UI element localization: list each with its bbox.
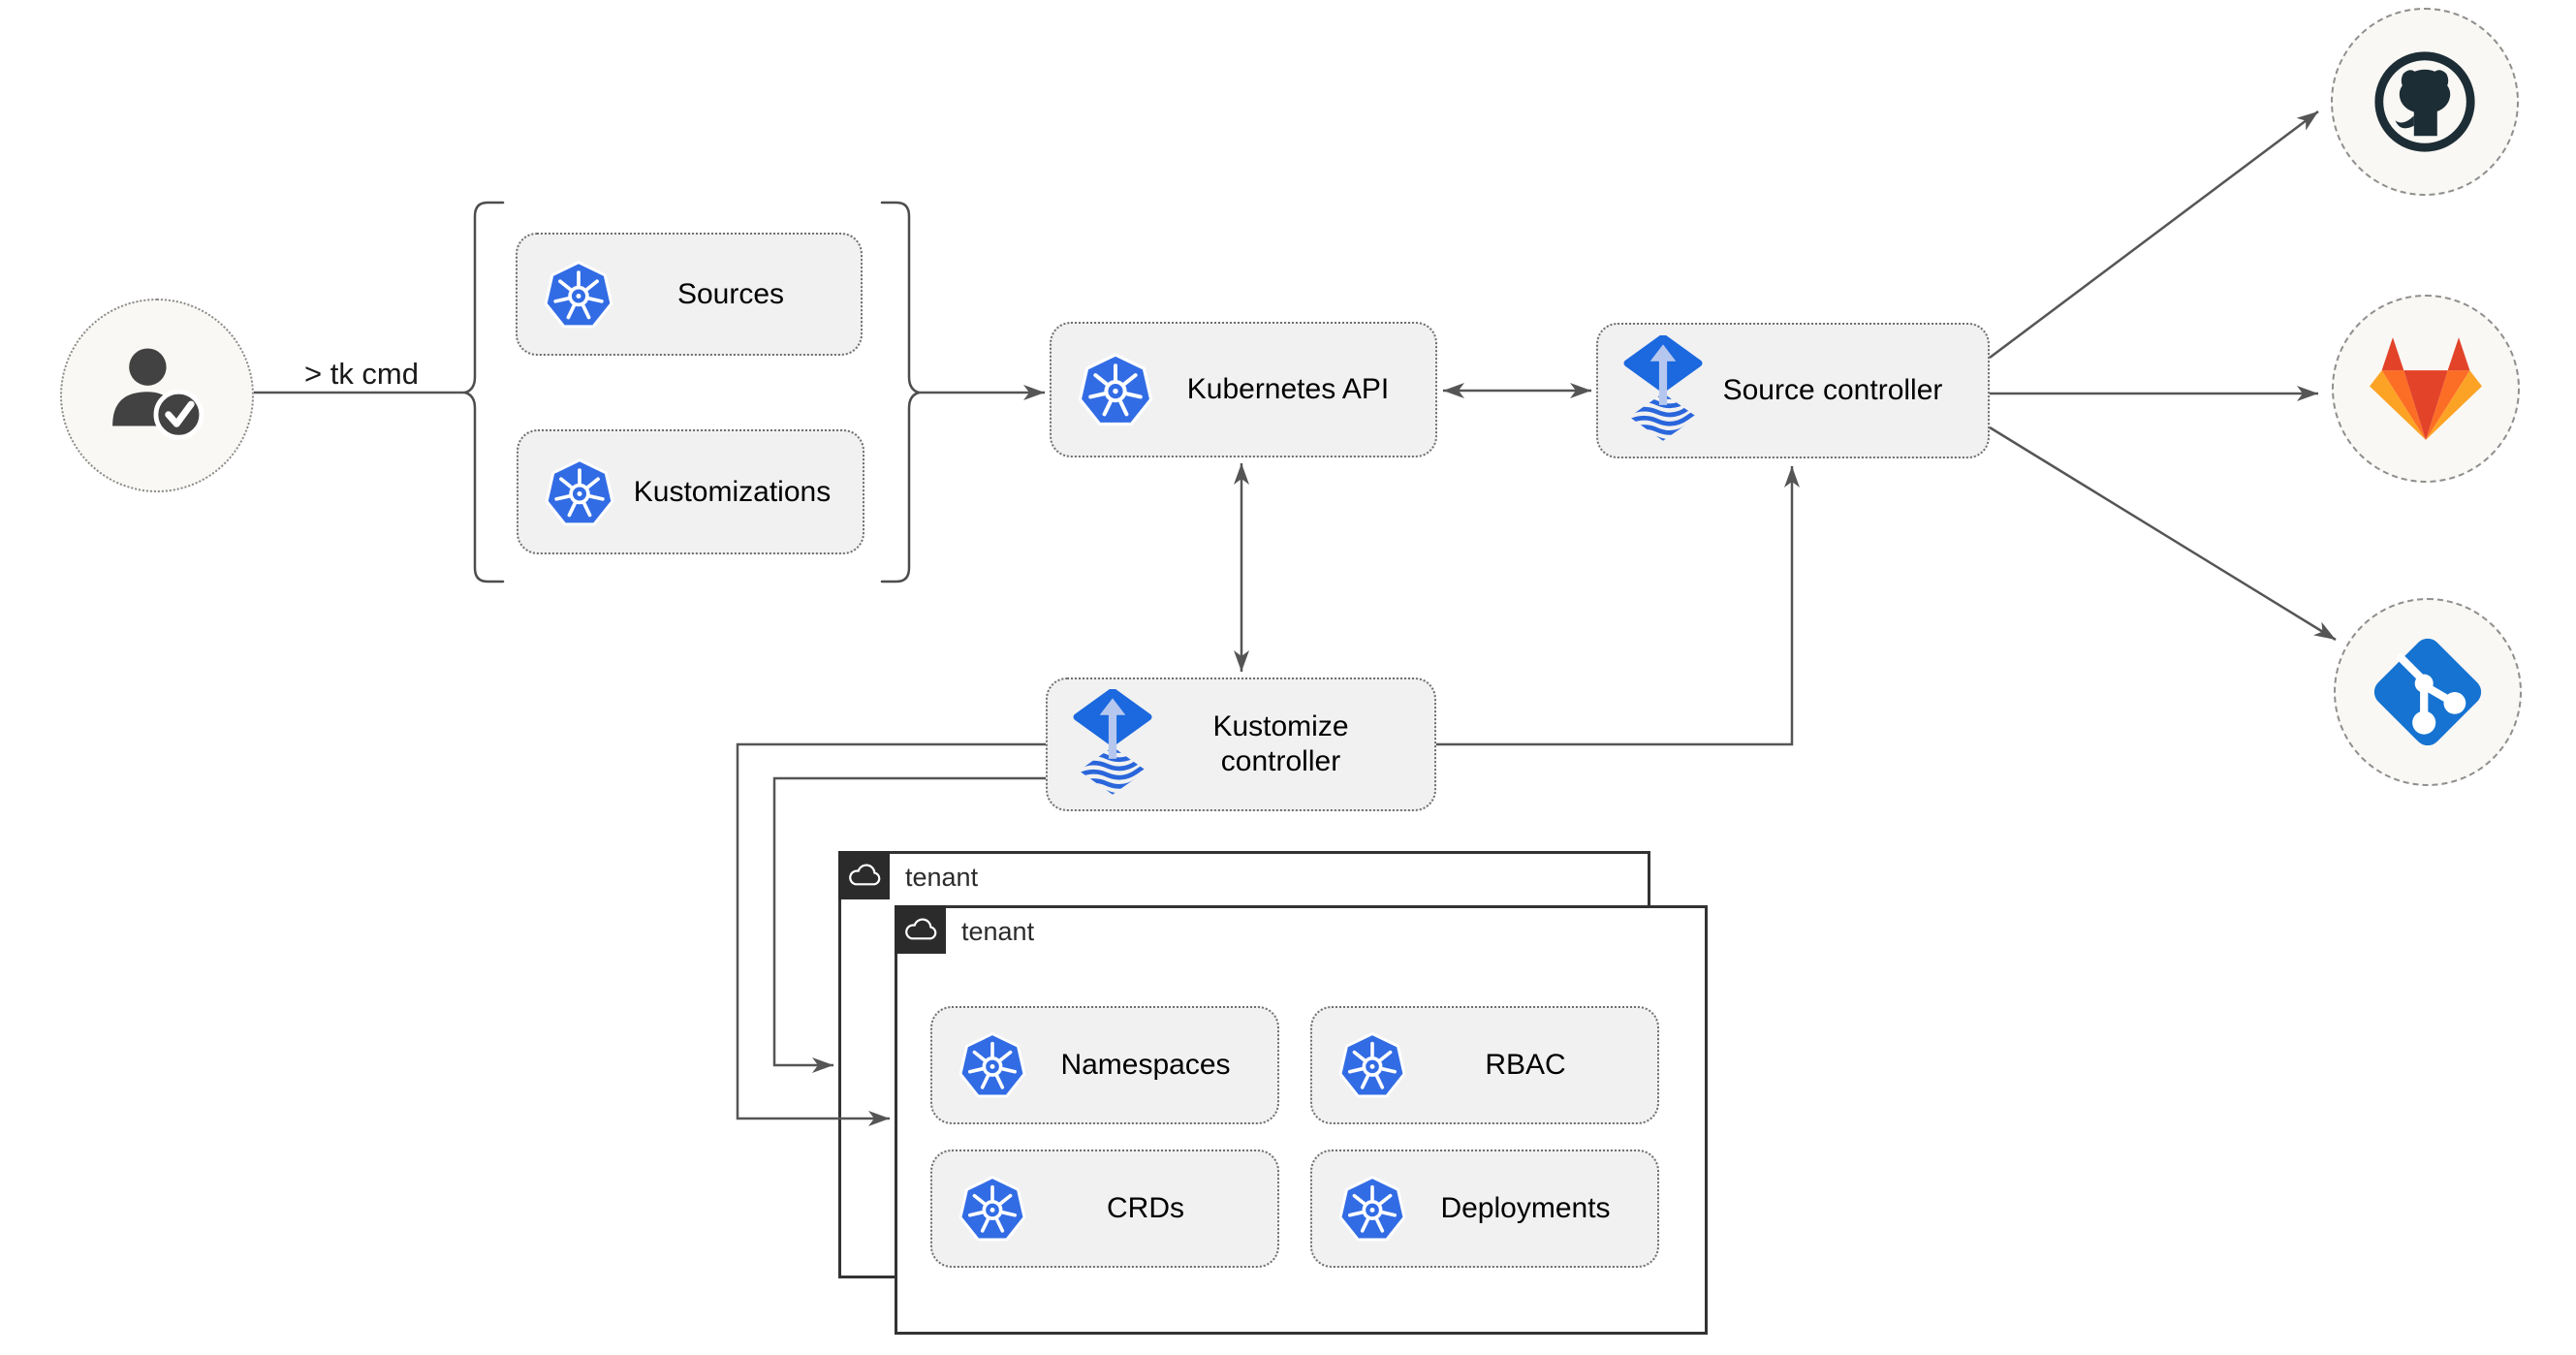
node-rbac: RBAC xyxy=(1310,1006,1659,1124)
node-namespaces: Namespaces xyxy=(930,1006,1279,1124)
cloud-icon xyxy=(904,918,936,940)
edge-source-to-git xyxy=(1989,425,2337,642)
node-kubernetes-api: Kubernetes API xyxy=(1050,322,1437,457)
kubernetes-icon xyxy=(543,259,614,331)
bracket-right xyxy=(880,201,924,583)
cli-command-label: > tk cmd xyxy=(303,357,419,391)
node-deployments: Deployments xyxy=(1310,1150,1659,1268)
flux-icon xyxy=(1623,335,1703,447)
user-check-icon xyxy=(112,348,204,440)
node-label: Sources xyxy=(676,277,785,310)
node-label: RBAC xyxy=(1485,1049,1566,1081)
flux-icon xyxy=(1073,689,1152,801)
github-icon xyxy=(2374,51,2475,152)
node-kustomize-controller: Kustomize controller xyxy=(1046,678,1436,811)
cloud-icon xyxy=(848,864,880,886)
node-label: Deployments xyxy=(1440,1192,1611,1224)
node-label: Kubernetes API xyxy=(1186,373,1390,405)
gitlab-icon xyxy=(2370,337,2482,440)
node-sources: Sources xyxy=(516,233,863,356)
tenant-header xyxy=(895,905,946,954)
provider-gitlab xyxy=(2332,295,2520,483)
tenant-label: tenant xyxy=(961,917,1035,946)
user-node xyxy=(60,299,254,492)
node-source-controller: Source controller xyxy=(1596,323,1990,458)
kubernetes-icon xyxy=(1337,1174,1407,1244)
edge-source-to-github xyxy=(1989,110,2319,360)
node-label: Kustomizations xyxy=(633,475,832,508)
bracket-left xyxy=(460,201,505,583)
tenant-label: tenant xyxy=(905,863,979,892)
kubernetes-icon xyxy=(1337,1030,1407,1100)
node-label: Source controller xyxy=(1722,374,1943,406)
provider-git xyxy=(2334,598,2522,786)
tenant-header xyxy=(838,851,890,899)
edge-kustomize-to-source-controller xyxy=(1436,466,1800,746)
node-kustomizations: Kustomizations xyxy=(517,429,864,554)
node-crds: CRDs xyxy=(930,1150,1279,1268)
git-icon xyxy=(2373,638,2482,746)
kubernetes-icon xyxy=(1077,351,1154,428)
node-label: Kustomize controller xyxy=(1212,710,1349,777)
kubernetes-icon xyxy=(544,457,615,528)
node-label: Namespaces xyxy=(1060,1049,1231,1081)
kubernetes-icon xyxy=(958,1030,1027,1100)
node-label: CRDs xyxy=(1107,1192,1184,1224)
kubernetes-icon xyxy=(958,1174,1027,1244)
provider-github xyxy=(2331,8,2519,196)
